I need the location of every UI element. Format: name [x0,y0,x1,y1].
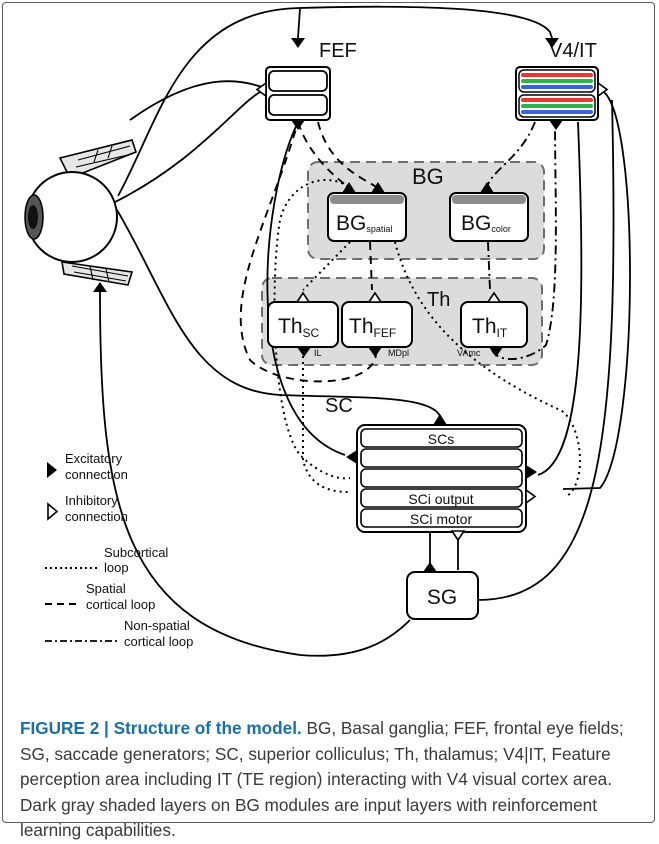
v4-stripe [521,98,593,102]
v4-arc-line [299,5,553,39]
v4-right-loop [562,89,631,490]
legend-inhibitory-text: Inhibitory [65,493,118,508]
v4-stripe [521,85,593,89]
bg-color-module [449,192,529,242]
th-group-label: Th [427,289,450,311]
fef-inh-line [129,80,263,121]
v4-to-sc-line [537,121,583,476]
sg-label: SG [427,586,457,609]
sc-layer-box [360,448,523,468]
sc-layer-label: SCs [428,431,454,447]
legend-nonspatial-text: cortical loop [124,634,193,649]
fef-to-eye-line [117,7,301,197]
v4-stripe [521,110,593,114]
sc-label: SC [325,395,353,417]
subcortical-bg-to-thsc [302,241,351,291]
legend-inhibitory-text: connection [65,509,128,524]
sc-layer-box [360,428,523,448]
sc-layer-box [360,488,523,508]
sg-to-v4-line [477,99,615,601]
fef-label: FEF [319,40,357,62]
legend-subcortical-text: Subcortical [104,545,168,560]
v4-stripe [521,104,593,108]
il-label: IL [314,348,322,358]
vamc-label: VAmc [457,348,481,358]
legend-excitatory-text: connection [65,467,128,482]
sc-layer-label: SCi motor [410,511,473,527]
mdpl-label: MDpl [388,348,409,358]
sc-layer-box [360,468,523,488]
legend-subcortical-text: loop [104,560,129,575]
legend-excitatory-icon [47,462,57,478]
eye-icon [24,139,137,286]
legend-inhibitory-icon [47,502,59,521]
v4it-module [515,66,599,121]
spatial-loop-thfef-return [239,121,377,383]
legend: Excitatory connection Inhibitory connect… [45,451,193,649]
legend-spatial-text: cortical loop [86,597,155,612]
figure-caption: FIGURE 2 | Structure of the model. BG, B… [20,716,645,844]
bg-spatial-label: BGspatial [336,212,392,235]
nonspatial-bgcolor-to-thit [487,241,491,291]
th-sc-label: ThSC [278,315,320,340]
left-loop-line [99,291,411,657]
subcortical-thsc-down [302,350,351,493]
legend-spatial-text: Spatial [86,581,126,596]
fef-to-sc-line [266,121,346,456]
v4-stripe [521,73,593,77]
v4it-label: V4/IT [549,40,597,62]
subcortical-sc-to-bg [273,179,354,480]
legend-nonspatial-text: Non-spatial [124,618,190,633]
nonspatial-thit-return [491,121,557,360]
excitatory-arrowheads [93,38,563,572]
bg-spatial-module [327,192,407,242]
sg-module [406,571,479,620]
sc-layer-box [360,508,523,528]
figure-frame [2,2,655,823]
eye-to-sc-top [116,209,441,417]
sc-module [356,424,527,533]
th-it-label: ThIT [472,315,508,340]
model-diagram: BG Th [24,5,631,657]
inhibitory-arrowheads [255,81,609,542]
fef-module [265,66,331,121]
eye-to-fef-left [112,89,265,204]
legend-excitatory-text: Excitatory [65,451,123,466]
th-fef-label: ThFEF [349,315,396,340]
sc-layer-label: SCi output [408,491,473,507]
v4-stripe [521,79,593,83]
bg-color-label: BGcolor [461,212,511,235]
bg-group-label: BG [412,164,444,189]
subcortical-bg-to-sc-right [394,241,581,498]
caption-title: FIGURE 2 | Structure of the model. [20,718,302,738]
